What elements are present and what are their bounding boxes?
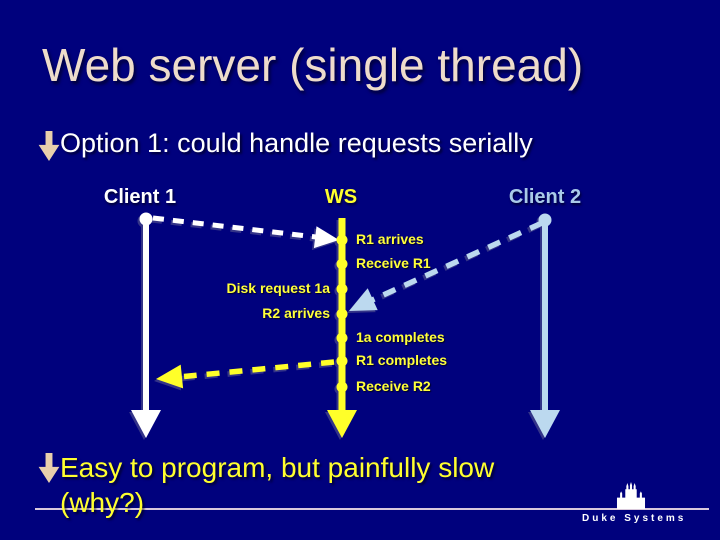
ws-timeline — [327, 218, 357, 438]
event-label-r1-completes: R1 completes — [356, 352, 448, 368]
ws-event-dots — [336, 234, 348, 393]
footer-divider — [35, 508, 709, 510]
message-arrow-r2-request — [349, 220, 544, 311]
down-arrow-icon — [38, 453, 60, 488]
message-arrow-r1-reply — [156, 359, 335, 389]
event-label-r1-arrives: R1 arrives — [356, 231, 424, 247]
event-label-disk-request: Disk request 1a — [226, 280, 331, 296]
event-label-1a-completes: 1a completes — [356, 329, 445, 345]
bullet-option-1: Option 1: could handle requests serially — [38, 128, 533, 166]
bullet-easy-slow-line2: (why?) — [60, 487, 145, 518]
bullet-easy-slow: Easy to program, but painfully slow (why… — [38, 450, 494, 520]
page-title: Web server (single thread) — [42, 39, 584, 91]
event-label-r2-arrives: R2 arrives — [262, 305, 330, 321]
message-arrow-r1-request — [152, 215, 339, 249]
client1-timeline — [131, 212, 161, 438]
lane-header-client-1: Client 1 — [103, 186, 177, 208]
bullet-easy-slow-line1: Easy to program, but painfully slow — [60, 452, 495, 483]
brand-text: Duke Systems — [582, 513, 687, 524]
lane-header-ws: WS — [324, 186, 358, 208]
event-label-receive-r2: Receive R2 — [356, 378, 431, 394]
bullet-option-1-text: Option 1: could handle requests serially — [60, 128, 533, 158]
lane-header-client-2: Client 2 — [508, 186, 582, 208]
client2-timeline — [530, 213, 560, 438]
bullet-easy-slow-text: Easy to program, but painfully slow (why… — [60, 450, 494, 520]
duke-chapel-icon — [616, 482, 646, 514]
down-arrow-icon — [38, 131, 60, 166]
event-label-receive-r1: Receive R1 — [356, 255, 431, 271]
